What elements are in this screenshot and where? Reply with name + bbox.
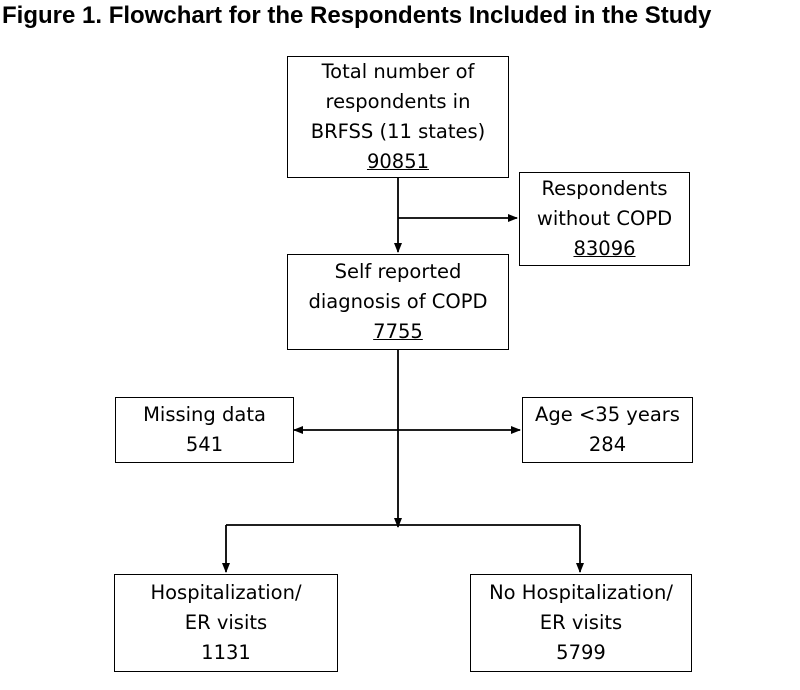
box-hosp-line2: ER visits: [184, 611, 268, 634]
box-without-copd-count: 83096: [573, 237, 636, 260]
box-age-count: 284: [588, 433, 627, 456]
box-hosp-line1: Hospitalization/: [150, 581, 302, 604]
box-total-line1: Total number of: [321, 60, 475, 83]
box-no-hosp-line2: ER visits: [539, 611, 623, 634]
box-missing-data: Missing data 541: [115, 397, 294, 463]
box-total-line2: respondents in: [325, 90, 471, 113]
box-missing-count: 541: [185, 433, 224, 456]
box-no-hosp-line1: No Hospitalization/: [489, 581, 673, 604]
box-no-hospitalization: No Hospitalization/ ER visits 5799: [470, 574, 692, 672]
box-hosp-count: 1131: [201, 641, 251, 664]
box-copd-count: 7755: [373, 320, 423, 343]
box-age-line1: Age <35 years: [535, 403, 680, 426]
box-hospitalization: Hospitalization/ ER visits 1131: [114, 574, 338, 672]
box-without-copd-line2: without COPD: [536, 207, 673, 230]
box-age-under-35: Age <35 years 284: [522, 397, 693, 463]
figure-title: Figure 1. Flowchart for the Respondents …: [2, 2, 712, 29]
box-without-copd: Respondents without COPD 83096: [519, 172, 690, 266]
box-total-line3: BRFSS (11 states): [310, 120, 486, 143]
box-no-hosp-count: 5799: [556, 641, 606, 664]
box-missing-line1: Missing data: [143, 403, 266, 426]
box-copd-line2: diagnosis of COPD: [308, 290, 488, 313]
box-total-count: 90851: [366, 150, 430, 173]
box-total-respondents: Total number of respondents in BRFSS (11…: [287, 56, 509, 178]
box-without-copd-line1: Respondents: [541, 177, 668, 200]
box-copd-line1: Self reported: [334, 260, 462, 283]
box-copd-diagnosis: Self reported diagnosis of COPD 7755: [287, 254, 509, 350]
